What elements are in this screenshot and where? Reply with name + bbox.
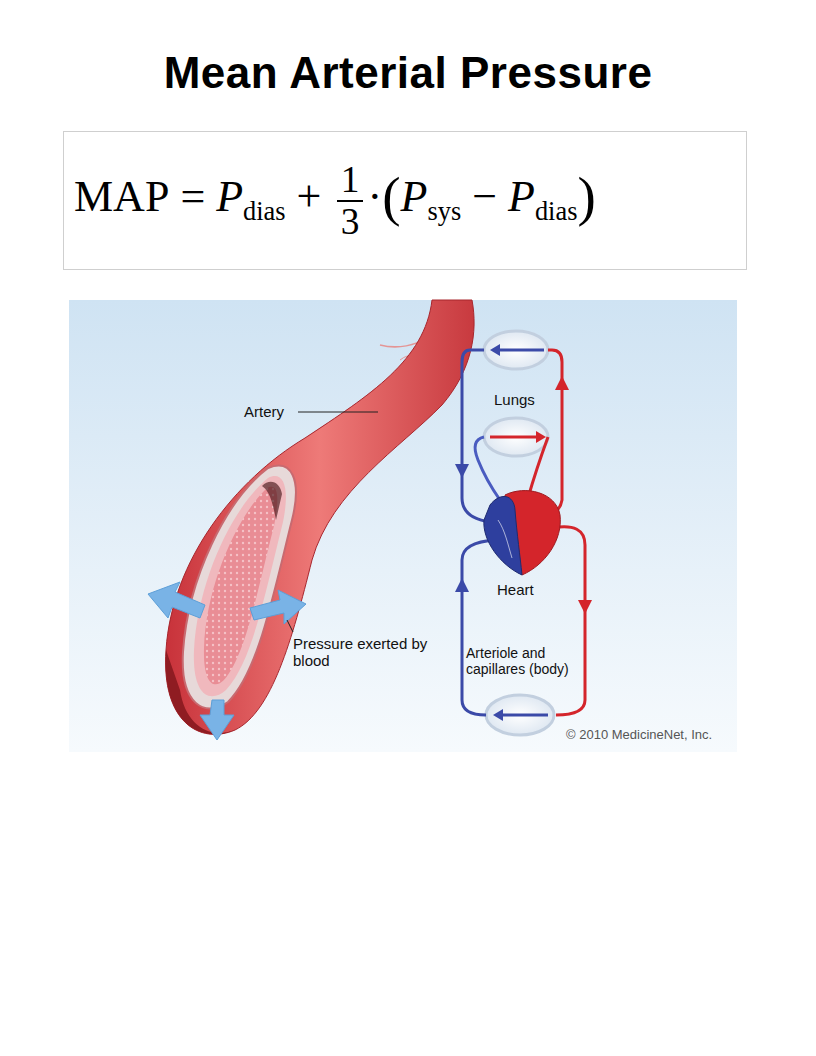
formula-term: MAP bbox=[74, 172, 169, 221]
leader-line bbox=[298, 412, 378, 413]
formula-operator: = bbox=[169, 172, 216, 221]
part-label: Lungs bbox=[494, 391, 535, 408]
formula-fraction: 13 bbox=[337, 160, 363, 241]
circulation bbox=[455, 331, 592, 735]
illustration-ground bbox=[69, 300, 737, 752]
formula-operator: + bbox=[286, 172, 333, 221]
formula-operator: − bbox=[461, 172, 508, 221]
part-label: Heart bbox=[497, 581, 534, 598]
artery-lumen bbox=[204, 487, 277, 685]
formula-variable: P bbox=[216, 172, 243, 221]
part-label: Artery bbox=[244, 403, 284, 420]
formula-subscript: sys bbox=[427, 196, 461, 226]
formula-subscript: dias bbox=[243, 196, 286, 226]
page-title: Mean Arterial Pressure bbox=[0, 48, 816, 98]
fraction-numerator: 1 bbox=[337, 160, 363, 201]
formula-variable: P bbox=[401, 172, 428, 221]
formula-variable: P bbox=[508, 172, 535, 221]
formula-term: · bbox=[368, 172, 383, 221]
formula: MAP=Pdias+13·(Psys−Pdias) bbox=[64, 160, 596, 241]
formula-box: MAP=Pdias+13·(Psys−Pdias) bbox=[63, 131, 747, 270]
artery bbox=[166, 300, 475, 734]
fraction-denominator: 3 bbox=[337, 202, 363, 241]
copyright-note: © 2010 MedicineNet, Inc. bbox=[566, 727, 712, 742]
artery-wall bbox=[183, 466, 296, 709]
leader-line bbox=[287, 620, 293, 632]
part-label: Arteriole and capillares (body) bbox=[466, 645, 582, 677]
formula-parenthesis: ( bbox=[382, 166, 400, 227]
formula-subscript: dias bbox=[535, 196, 578, 226]
pressure-arrows bbox=[148, 582, 306, 740]
callout-label: Pressure exerted by blood bbox=[293, 635, 458, 669]
formula-parenthesis: ) bbox=[577, 166, 595, 227]
